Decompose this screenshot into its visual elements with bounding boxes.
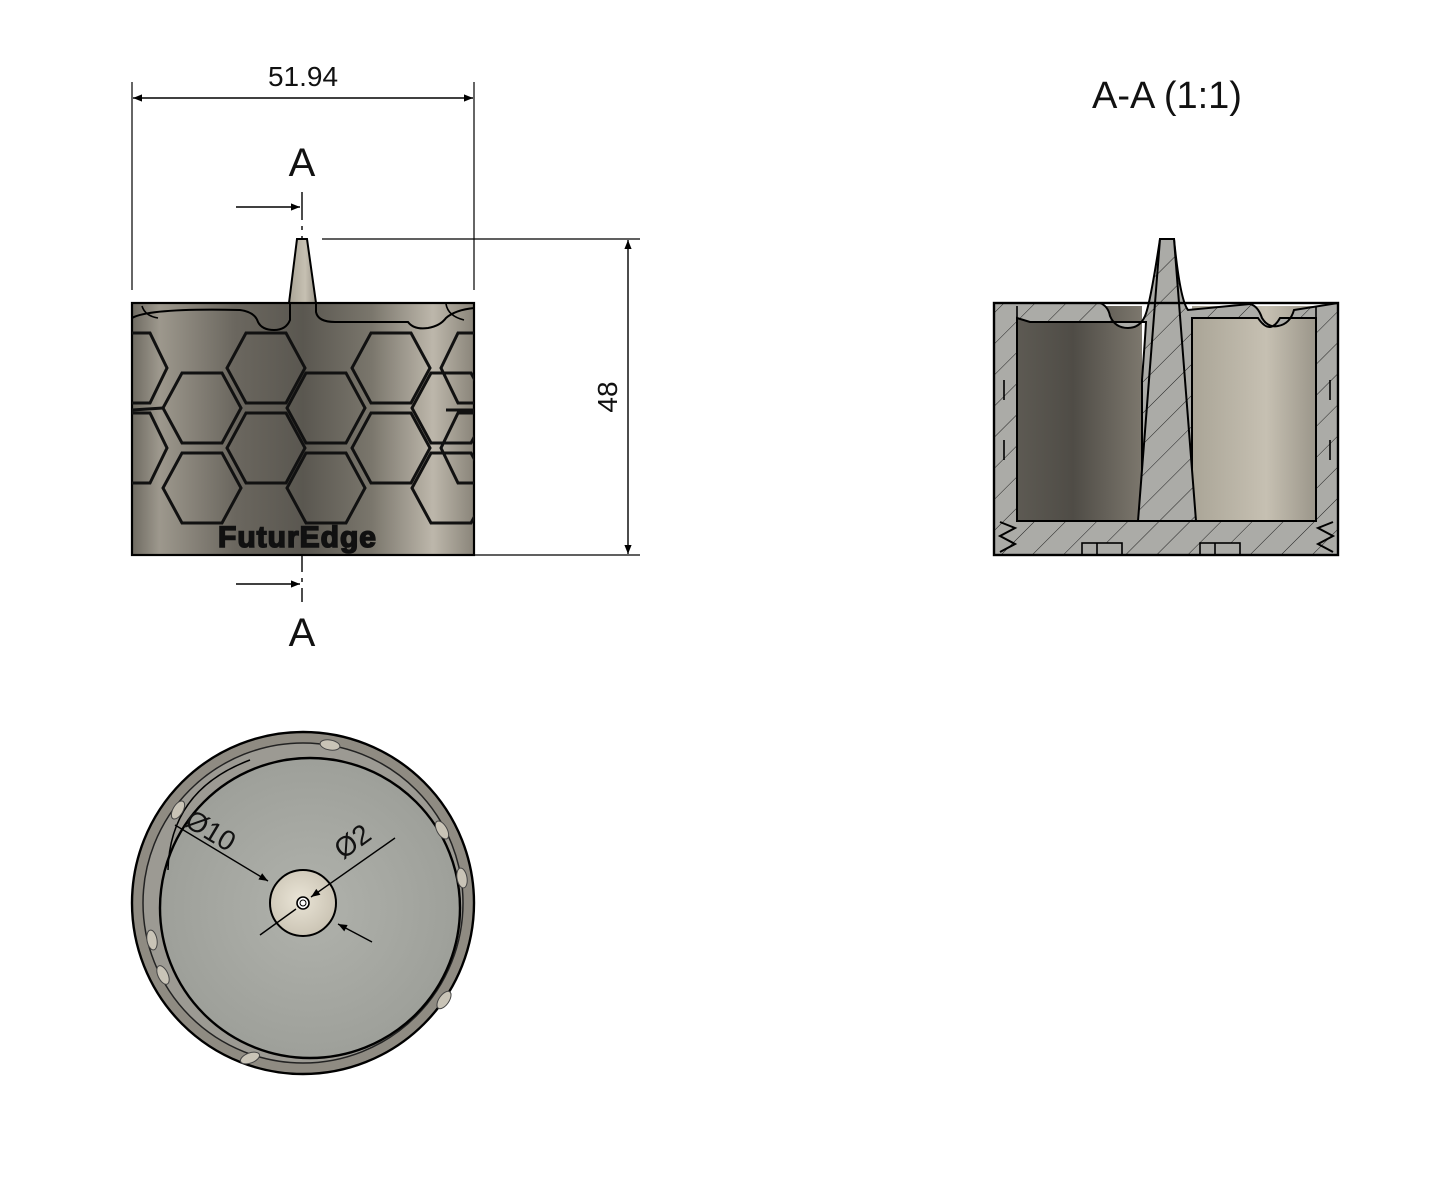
diameter-10-leader: [174, 824, 269, 882]
brand-logo: FuturEdge: [218, 521, 377, 554]
section-letter-top: A: [289, 141, 316, 185]
section-mark-bottom: A: [236, 580, 316, 655]
diameter-2-leader: [310, 837, 396, 898]
section-view: A-A (1:1): [992, 75, 1340, 557]
section-cavity-left: [1017, 306, 1142, 521]
section-cavity-right: [1192, 306, 1316, 521]
cup-body: FuturEdge: [130, 301, 476, 557]
width-dimension: 51.94: [131, 61, 475, 290]
section-view-title: A-A (1:1): [1092, 75, 1242, 117]
front-view: 51.94 48 A A: [130, 61, 640, 655]
section-mark-top: A: [236, 141, 316, 211]
honeycomb-pattern: [132, 331, 474, 525]
width-dimension-label: 51.94: [268, 61, 338, 92]
section-letter-bottom: A: [289, 611, 316, 655]
bottom-view: Ø10 Ø2: [130, 730, 476, 1076]
height-dimension-label: 48: [592, 381, 623, 412]
center-spike: [287, 238, 318, 304]
height-dimension: 48: [322, 238, 640, 556]
center-hole: [296, 896, 310, 910]
